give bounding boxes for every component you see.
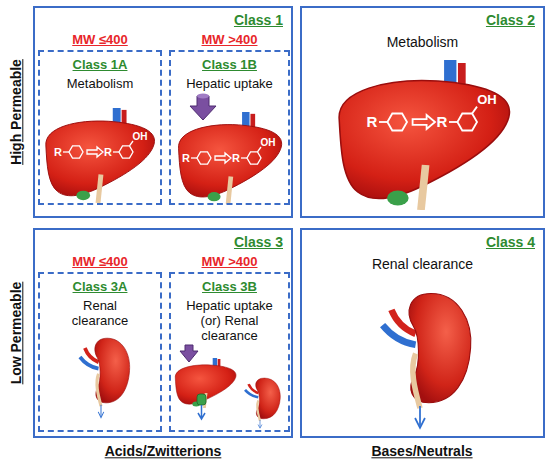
kidney-illustration: [245, 378, 280, 428]
metabolism-formula: [379, 107, 477, 131]
liver-illustration: [46, 108, 155, 203]
chemical-label: R: [232, 152, 240, 164]
clearance-label: Hepatic uptake: [171, 76, 288, 91]
liver-illustration: [179, 112, 282, 204]
clearance-label: Renal clearance: [40, 298, 160, 328]
subclass-title: Class 1B: [171, 57, 288, 73]
chemical-label: R: [104, 146, 112, 158]
chemical-label: R: [437, 114, 448, 131]
mw-heading: MW >400: [171, 32, 288, 48]
liver-illustration: [339, 60, 509, 210]
subclass-title: Class 1A: [40, 57, 160, 73]
class-title: Class 2: [486, 12, 535, 28]
class-box: Class 2 Metabolism: [300, 6, 545, 218]
axis-label: Low Permeable: [9, 282, 24, 385]
subclass-title: Class 3B: [171, 279, 288, 295]
uptake-arrow: [197, 94, 209, 99]
axis-label: Bases/Neutrals: [371, 444, 472, 459]
subclass-box: MW ≤400Class 1AMetabolism: [38, 50, 162, 205]
axis-label: High Permeable: [9, 59, 24, 165]
clearance-label: Hepatic uptake (or) Renal clearance: [171, 298, 288, 343]
metabolism-formula: [191, 147, 261, 164]
subclass-box: MW >400Class 3BHepatic uptake (or) Renal…: [169, 272, 290, 432]
subclass-title: Class 3A: [40, 279, 160, 295]
metabolism-formula: [63, 141, 133, 158]
clearance-label: Metabolism: [302, 34, 543, 50]
efflux-transporter: [197, 394, 206, 405]
kidney-illustration: [383, 293, 471, 427]
subclass-box: MW ≤400Class 3ARenal clearance: [38, 272, 162, 432]
clearance-label: Renal clearance: [302, 256, 543, 272]
chemical-label: R: [182, 152, 190, 164]
class-box: Class 3 MW ≤400Class 3A Renal clearance MW …: [33, 228, 293, 438]
class-title: Class 3: [234, 234, 283, 250]
liver-illustration: [175, 358, 236, 408]
class-box: Class 1 MW ≤400Class 1A Metabolism MW >400C…: [33, 6, 293, 218]
chemical-label: OH: [133, 131, 148, 142]
chemical-label: R: [54, 146, 62, 158]
chemical-label: R: [367, 114, 378, 131]
kidney-illustration: [80, 338, 130, 417]
mw-heading: MW >400: [171, 254, 288, 270]
chemical-label: OH: [477, 93, 497, 107]
class-box: Class 4 Renal clearance: [300, 228, 545, 438]
class-title: Class 1: [234, 12, 283, 28]
chemical-label: OH: [261, 137, 276, 148]
mw-heading: MW ≤400: [40, 32, 160, 48]
axis-label: Acids/Zwitterions: [105, 444, 222, 459]
uptake-arrow: [190, 96, 216, 120]
mw-heading: MW ≤400: [40, 254, 160, 270]
clearance-label: Metabolism: [40, 76, 160, 91]
subclass-box: MW >400Class 1BHepatic uptake: [169, 50, 290, 205]
uptake-arrow: [180, 345, 198, 362]
class-title: Class 4: [486, 234, 535, 250]
biliary-arrow: [198, 405, 205, 419]
